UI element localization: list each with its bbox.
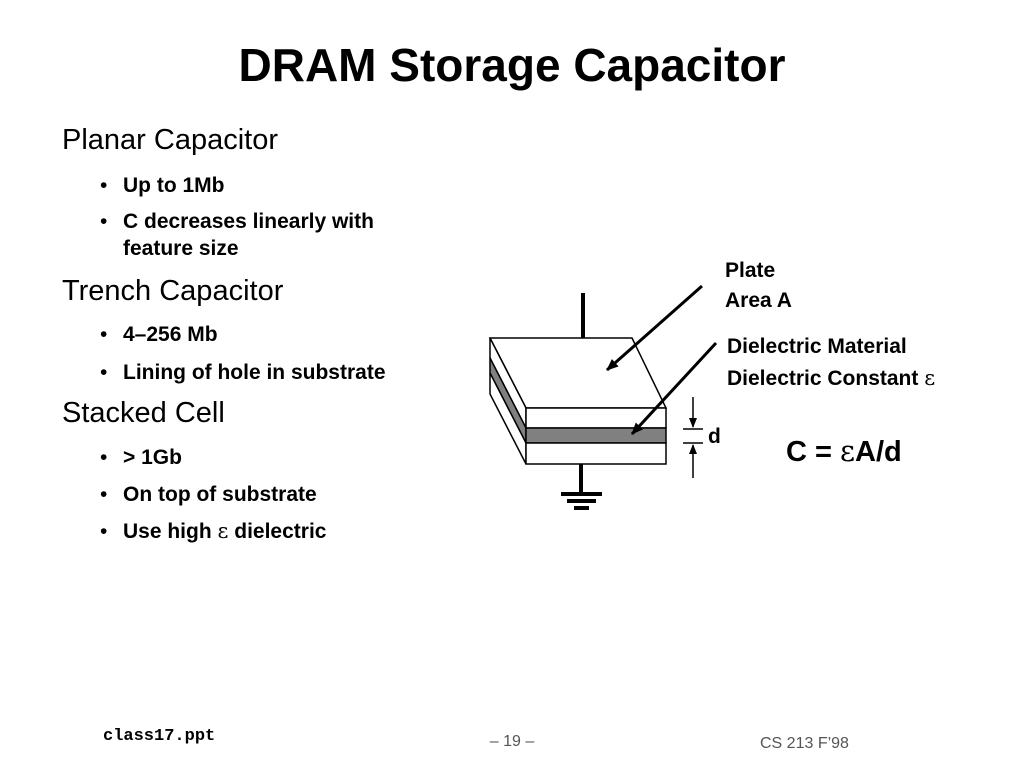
bullet-text-part: Use high	[123, 520, 218, 543]
epsilon-symbol: ε	[840, 434, 856, 468]
section-heading-planar: Planar Capacitor	[62, 124, 278, 156]
bullet-glyph: •	[100, 210, 108, 233]
section-heading-stacked: Stacked Cell	[62, 397, 225, 429]
bullet-text-part: dielectric	[228, 520, 327, 543]
dielectric-pointer-arrow	[630, 341, 718, 436]
dielectric-constant-text: Dielectric Constant	[727, 367, 925, 390]
bullet-text: Lining of hole in substrate	[123, 361, 386, 384]
plate-label: Plate	[725, 259, 776, 282]
formula-suffix: A/d	[855, 436, 902, 468]
capacitance-formula: C = εA/d	[786, 434, 902, 469]
bullet-text: Up to 1Mb	[123, 174, 225, 197]
epsilon-symbol: ε	[924, 366, 936, 390]
bullet-text: feature size	[123, 237, 239, 260]
bullet-text: On top of substrate	[123, 483, 317, 506]
epsilon-symbol: ε	[217, 519, 229, 543]
plate-pointer-arrow	[606, 284, 703, 372]
bullet-glyph: •	[100, 483, 108, 506]
bullet-glyph: •	[100, 174, 108, 197]
bullet-glyph: •	[100, 520, 108, 543]
thickness-label: d	[708, 425, 721, 448]
dielectric-material-label: Dielectric Material	[727, 335, 907, 358]
dielectric-constant-label: Dielectric Constant ε	[727, 363, 935, 394]
bullet-glyph: •	[100, 446, 108, 469]
footer-course: CS 213 F’98	[760, 735, 849, 752]
plate-area-label: Area A	[725, 289, 792, 312]
formula-prefix: C =	[786, 436, 840, 468]
slide-title: DRAM Storage Capacitor	[238, 39, 786, 91]
footer-filename: class17.ppt	[103, 727, 216, 746]
bullet-glyph: •	[100, 323, 108, 346]
front-face-lower	[525, 442, 667, 465]
bullet-text: > 1Gb	[123, 446, 182, 469]
bullet-text: Use high ε dielectric	[123, 518, 326, 545]
bullet-glyph: •	[100, 361, 108, 384]
front-face-dielectric	[525, 427, 667, 444]
bullet-text: C decreases linearly with	[123, 210, 374, 233]
section-heading-trench: Trench Capacitor	[62, 275, 284, 307]
bullet-text: 4–256 Mb	[123, 323, 218, 346]
footer-page-number: – 19 –	[489, 733, 535, 750]
